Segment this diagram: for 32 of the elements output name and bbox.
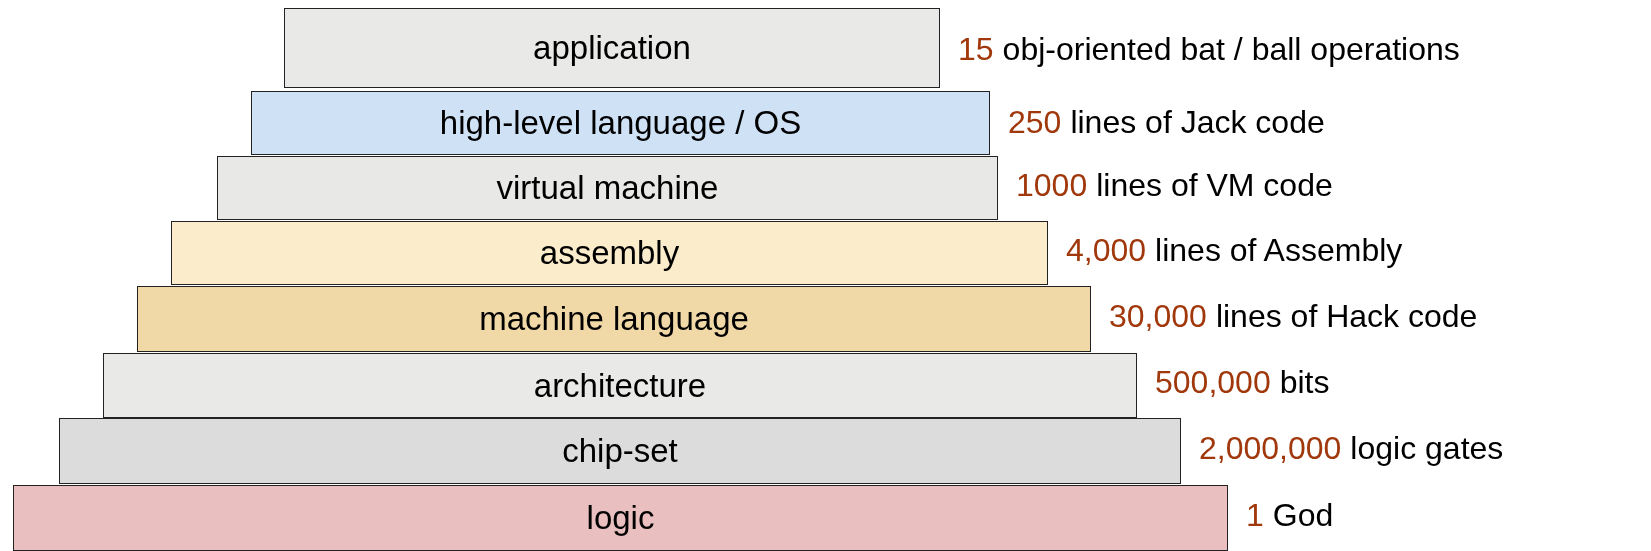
size-number: 30,000 <box>1109 298 1207 335</box>
size-number: 1000 <box>1016 167 1088 204</box>
size-number: 15 <box>958 31 994 68</box>
size-description: lines of Jack code <box>1070 104 1325 141</box>
layer-label: high-level language / OS <box>439 104 802 142</box>
size-number: 500,000 <box>1155 364 1271 401</box>
layer-label: machine language <box>479 300 749 338</box>
layer-label: chip-set <box>562 432 678 470</box>
layer-box <box>103 353 1137 418</box>
layer-box <box>59 418 1181 484</box>
size-number: 250 <box>1008 104 1062 141</box>
size-description: bits <box>1279 364 1330 401</box>
layer-box <box>284 8 940 88</box>
size-description: logic gates <box>1350 430 1504 467</box>
layer-label: application <box>533 29 691 67</box>
layer-label: virtual machine <box>496 169 719 207</box>
size-description: obj-oriented bat / ball operations <box>1002 31 1460 68</box>
layer-box <box>13 485 1228 551</box>
layer-box <box>217 156 998 220</box>
size-number: 2,000,000 <box>1199 430 1342 467</box>
layer-box <box>137 286 1091 352</box>
size-number: 4,000 <box>1066 232 1147 269</box>
layer-label: logic <box>586 499 655 537</box>
layer-label: architecture <box>533 366 707 405</box>
size-description: lines of VM code <box>1096 167 1333 204</box>
layer-box <box>251 91 990 155</box>
size-description: lines of Hack code <box>1215 298 1478 335</box>
size-description: God <box>1272 497 1334 534</box>
size-number: 1 <box>1246 497 1264 534</box>
layer-label: assembly <box>539 234 680 272</box>
layer-box <box>171 221 1048 285</box>
size-description: lines of Assembly <box>1155 232 1403 269</box>
